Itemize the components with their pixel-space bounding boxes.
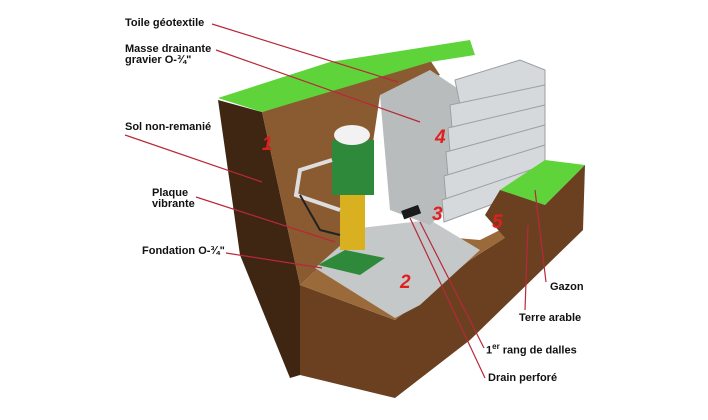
label-premier-rang-number: 1	[486, 344, 493, 357]
label-gazon: Gazon	[550, 281, 584, 293]
topsoil-right	[485, 165, 585, 255]
leader-lines	[124, 23, 547, 379]
label-gravier: gravier O-¾"	[125, 54, 192, 66]
label-fondation: Fondation O-¾"	[142, 245, 225, 257]
label-vibrante: vibrante	[152, 198, 195, 210]
label-premier-rang-sup: er	[492, 342, 500, 351]
label-masse-drainante: Masse drainante	[125, 43, 212, 55]
perforated-drain	[401, 204, 422, 220]
number-5: 5	[492, 212, 503, 233]
number-4: 4	[434, 127, 446, 148]
label-sol-non-remanie: Sol non-remanié	[125, 121, 212, 133]
label-premier-rang-text: rang de dalles	[502, 344, 577, 357]
plate-compactor	[293, 125, 385, 275]
number-1: 1	[262, 134, 273, 155]
label-drain-perfore: Drain perforé	[488, 372, 558, 384]
label-plaque: Plaque	[152, 187, 189, 199]
label-terre-arable: Terre arable	[519, 312, 582, 324]
number-2: 2	[399, 272, 411, 293]
gravel-drainage-mass	[380, 70, 460, 225]
grass-right	[500, 160, 585, 205]
soil-left-face	[218, 100, 300, 378]
label-toile-geotextile: Toile géotextile	[125, 17, 205, 29]
grass-top	[218, 40, 475, 112]
number-3: 3	[432, 204, 443, 225]
label-premier-rang: 1er rang de dalles	[486, 341, 577, 357]
